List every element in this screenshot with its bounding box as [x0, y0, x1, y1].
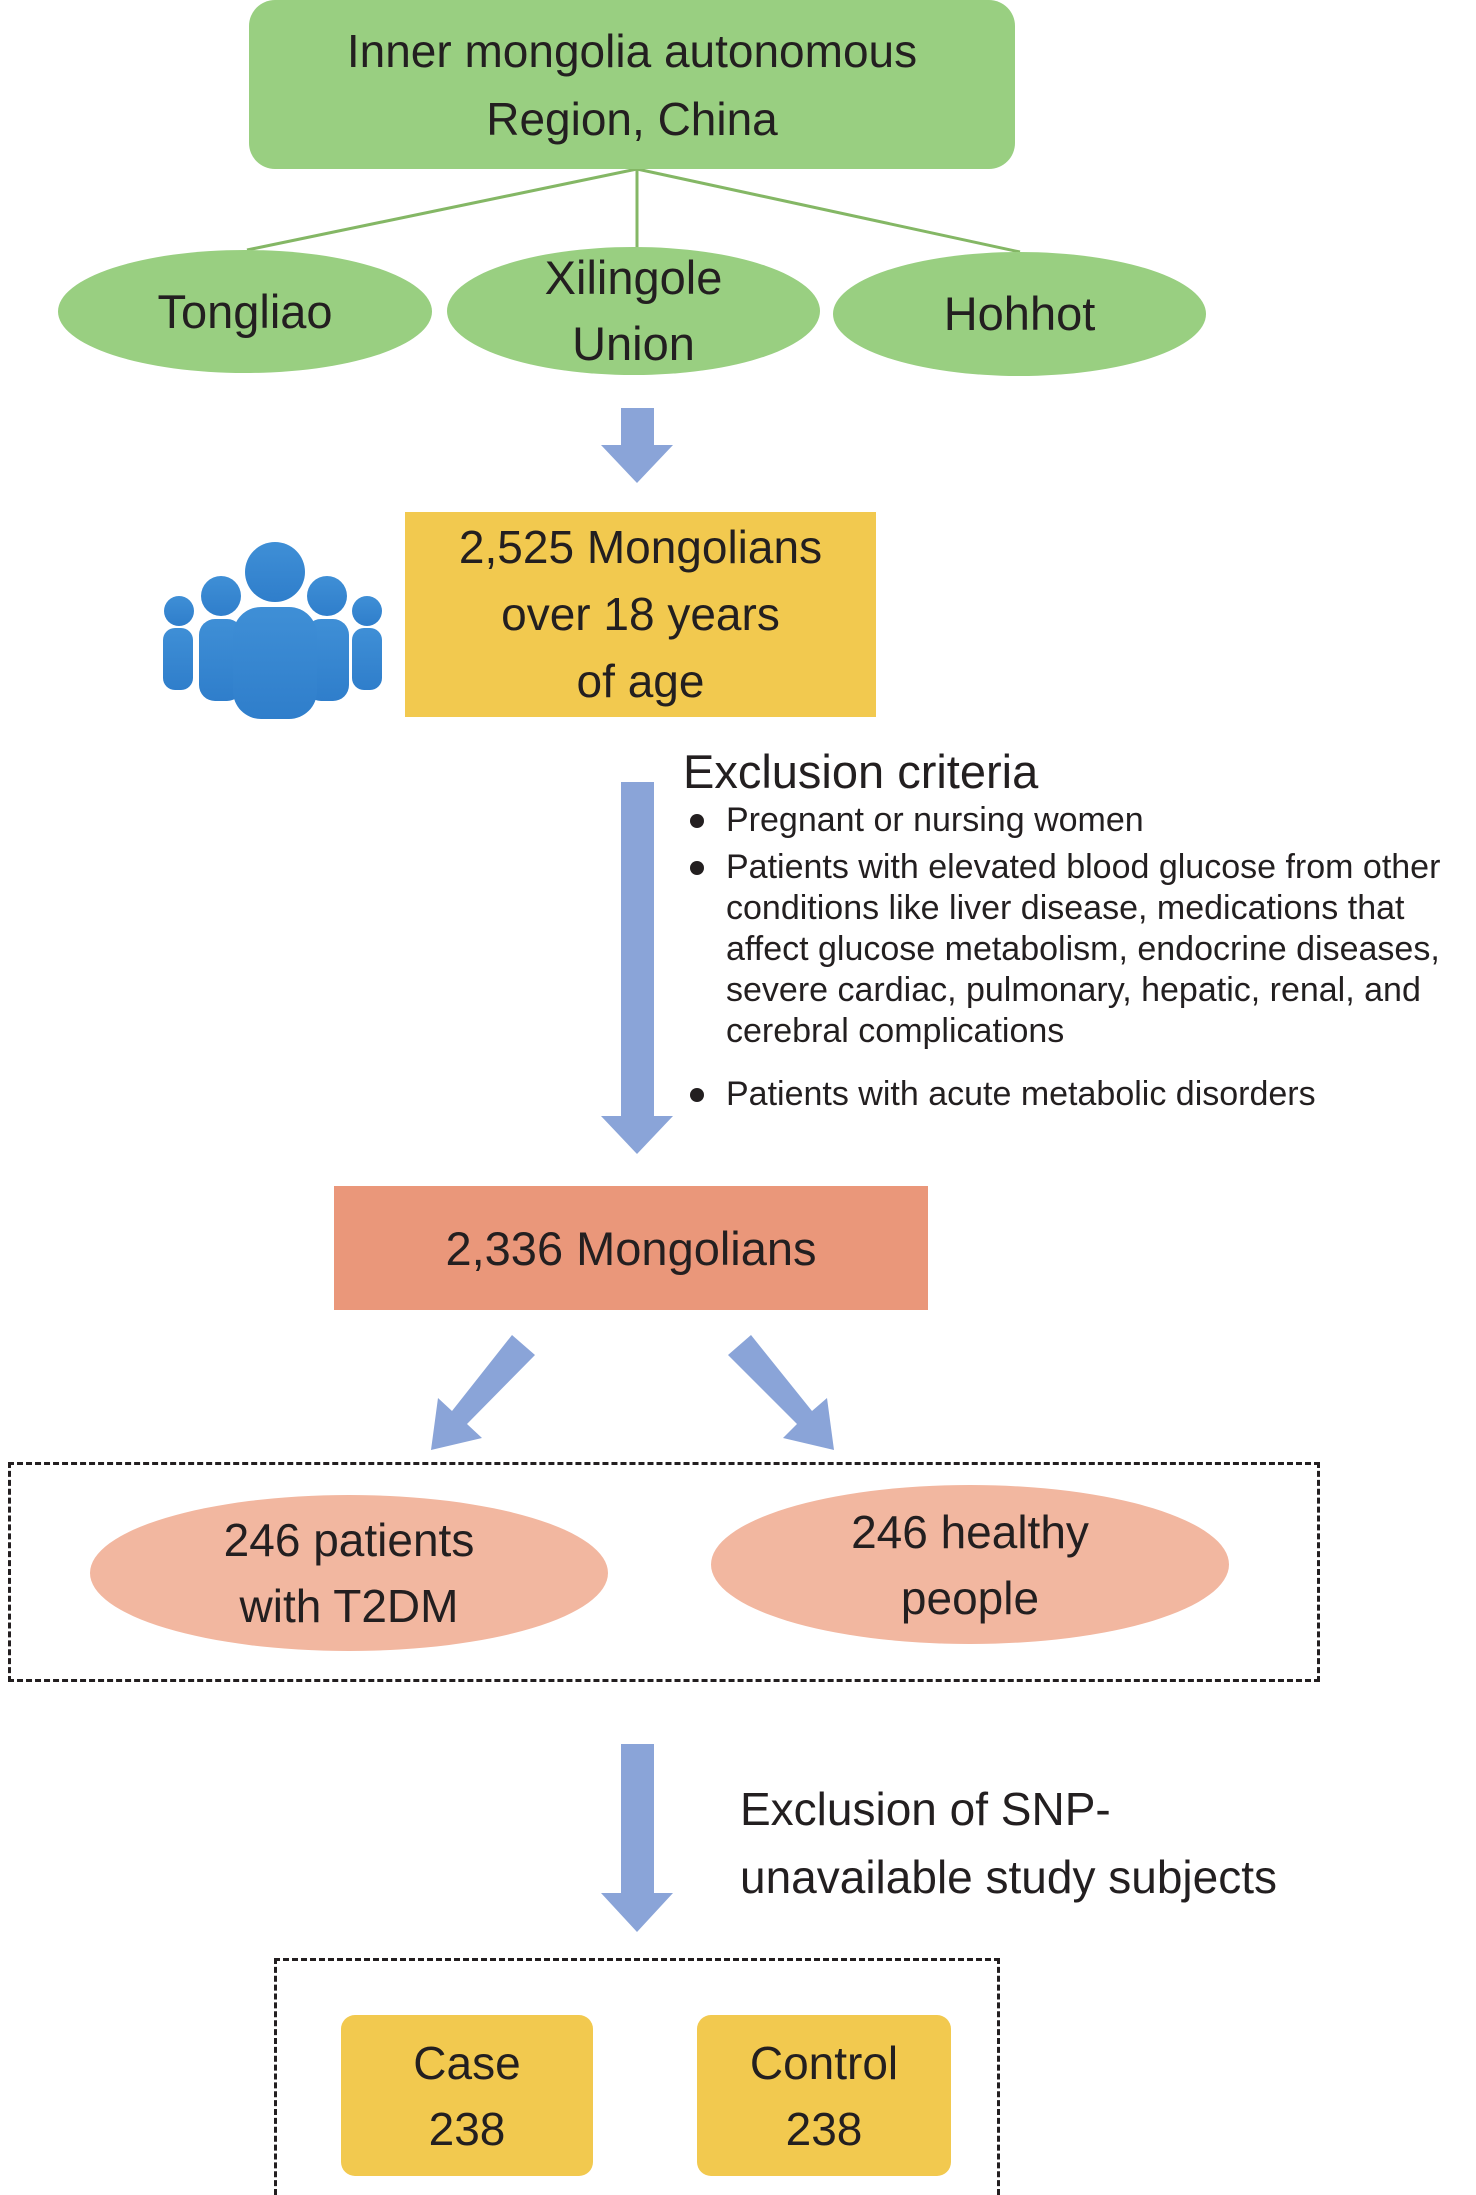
tree-lines [246, 167, 1021, 254]
group-label-line2: people [900, 1571, 1040, 1624]
city-label: Hohhot [943, 287, 1096, 340]
exclusion-title: Exclusion criteria [683, 745, 1039, 798]
filtered-box: 2,336 Mongolians [334, 1186, 928, 1310]
city-ellipse-xilingole: Xilingole Union [447, 247, 820, 375]
arrow-down-2 [601, 782, 673, 1154]
snp-line1: Exclusion of SNP- [740, 1783, 1111, 1835]
arrow-diag-left [431, 1335, 535, 1450]
filtered-label: 2,336 Mongolians [445, 1221, 817, 1275]
population-line1: 2,525 Mongolians [458, 521, 823, 573]
group-label-line1: 246 patients [223, 1514, 475, 1566]
arrow-down-1 [601, 408, 673, 483]
arrow-down-3 [601, 1744, 673, 1932]
snp-line2: unavailable study subjects [740, 1851, 1277, 1903]
exclusion-item: Pregnant or nursing women [686, 800, 1476, 841]
city-label: Tongliao [157, 284, 333, 338]
city-ellipse-hohhot: Hohhot [833, 252, 1206, 376]
tree-line-right [636, 167, 1021, 254]
case-box: Case 238 [341, 2015, 593, 2176]
city-label: Xilingole [544, 251, 723, 304]
group-label-line2: with T2DM [239, 1580, 459, 1632]
final-container [274, 1958, 1000, 2195]
city-label-line2: Union [572, 317, 695, 370]
snp-exclusion-text: Exclusion of SNP- unavailable study subj… [740, 1775, 1277, 1911]
exclusion-item: Patients with elevated blood glucose fro… [686, 847, 1476, 1052]
groups-container [8, 1462, 1320, 1682]
region-line2: Region, China [486, 92, 778, 145]
exclusion-item: Patients with acute metabolic disorders [686, 1074, 1476, 1115]
case-label: Case [413, 2036, 521, 2089]
group-ellipse-t2dm: 246 patients with T2DM [90, 1495, 608, 1651]
tree-line-left [246, 167, 638, 252]
region-box: Inner mongolia autonomous Region, China [249, 0, 1015, 169]
group-label-line1: 246 healthy [851, 1505, 1089, 1558]
arrow-diag-right [728, 1335, 834, 1450]
control-label: Control [749, 2036, 899, 2089]
population-box: 2,525 Mongolians over 18 years of age [405, 512, 876, 717]
control-count: 238 [785, 2102, 863, 2155]
population-line3: of age [576, 655, 705, 707]
control-box: Control 238 [697, 2015, 951, 2176]
region-line1: Inner mongolia autonomous [346, 24, 918, 77]
city-ellipse-tongliao: Tongliao [58, 250, 432, 373]
population-line2: over 18 years [501, 588, 780, 640]
exclusion-list: Pregnant or nursing women Patients with … [686, 800, 1476, 1115]
case-count: 238 [428, 2102, 506, 2155]
group-ellipse-healthy: 246 healthy people [711, 1485, 1229, 1644]
